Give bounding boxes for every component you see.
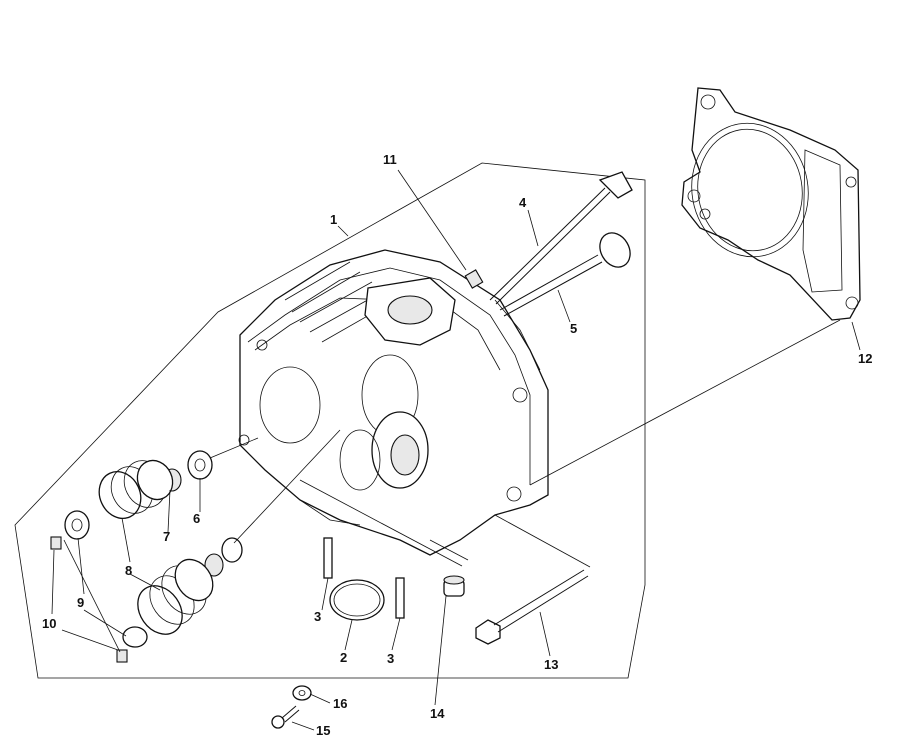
callout-2: 2 [340,650,347,665]
callout-3-left: 3 [314,609,321,624]
intake-valve-part [499,232,631,317]
lower-spring-part [137,558,214,635]
callout-7: 7 [163,529,170,544]
callout-6: 6 [193,511,200,526]
stud-part [464,269,484,289]
callout-labels: 1 2 3 3 4 5 6 7 8 9 10 11 12 13 14 15 16 [42,152,872,738]
callout-9: 9 [77,595,84,610]
washer-part-small [221,537,243,563]
guide-lines [63,319,841,653]
head-gasket-part [681,87,861,321]
callout-3-right: 3 [387,651,394,666]
upper-spring-part [98,459,174,519]
callout-11: 11 [383,152,397,167]
exhaust-valve-part [489,171,633,305]
washer-part [292,685,312,701]
long-bolt-part [475,569,589,645]
callout-12: 12 [858,351,872,366]
callout-14: 14 [430,706,445,721]
o-ring-part [329,579,385,621]
callout-5: 5 [570,321,577,336]
bolt-part [271,705,300,729]
callout-16: 16 [333,696,347,711]
callout-1: 1 [330,212,337,227]
spring-seat-part [187,450,213,480]
leader-lines [51,169,861,731]
assembly-boundary [14,162,646,679]
cotter-part [50,536,128,663]
callout-15: 15 [316,723,330,738]
callout-8: 8 [125,563,132,578]
retainer-part [64,510,148,648]
plug-part [443,575,465,597]
callout-4: 4 [519,195,527,210]
cylinder-head-part [238,249,549,556]
callout-13: 13 [544,657,558,672]
callout-10: 10 [42,616,56,631]
